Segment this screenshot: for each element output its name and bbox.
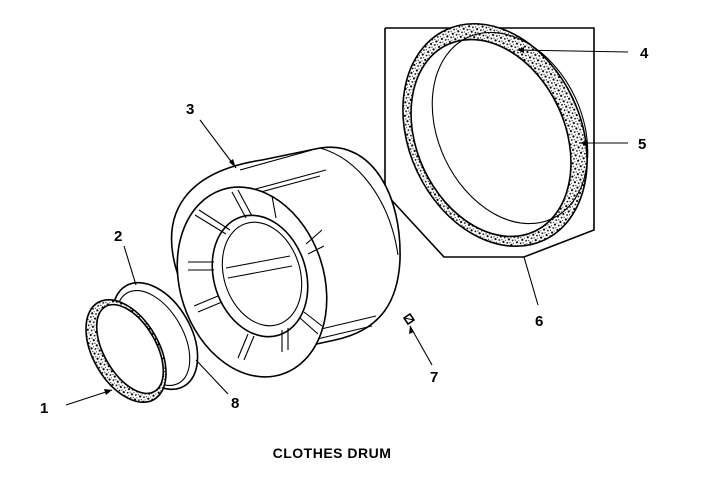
diagram-caption: CLOTHES DRUM (273, 445, 392, 461)
front-felt-seal (85, 298, 167, 404)
callout-8: 8 (231, 395, 239, 412)
callout-4: 4 (640, 45, 649, 62)
callout-2: 2 (114, 228, 122, 245)
leader-arrowheads (104, 47, 587, 395)
callout-7: 7 (430, 369, 438, 386)
callout-1: 1 (40, 400, 48, 417)
drum-clip (402, 312, 416, 326)
callout-6: 6 (535, 313, 543, 330)
leader-lines (65, 49, 629, 406)
rear-felt-seal (402, 22, 589, 248)
clothes-drum (170, 146, 401, 378)
callout-5: 5 (638, 136, 646, 153)
callout-3: 3 (186, 101, 194, 118)
